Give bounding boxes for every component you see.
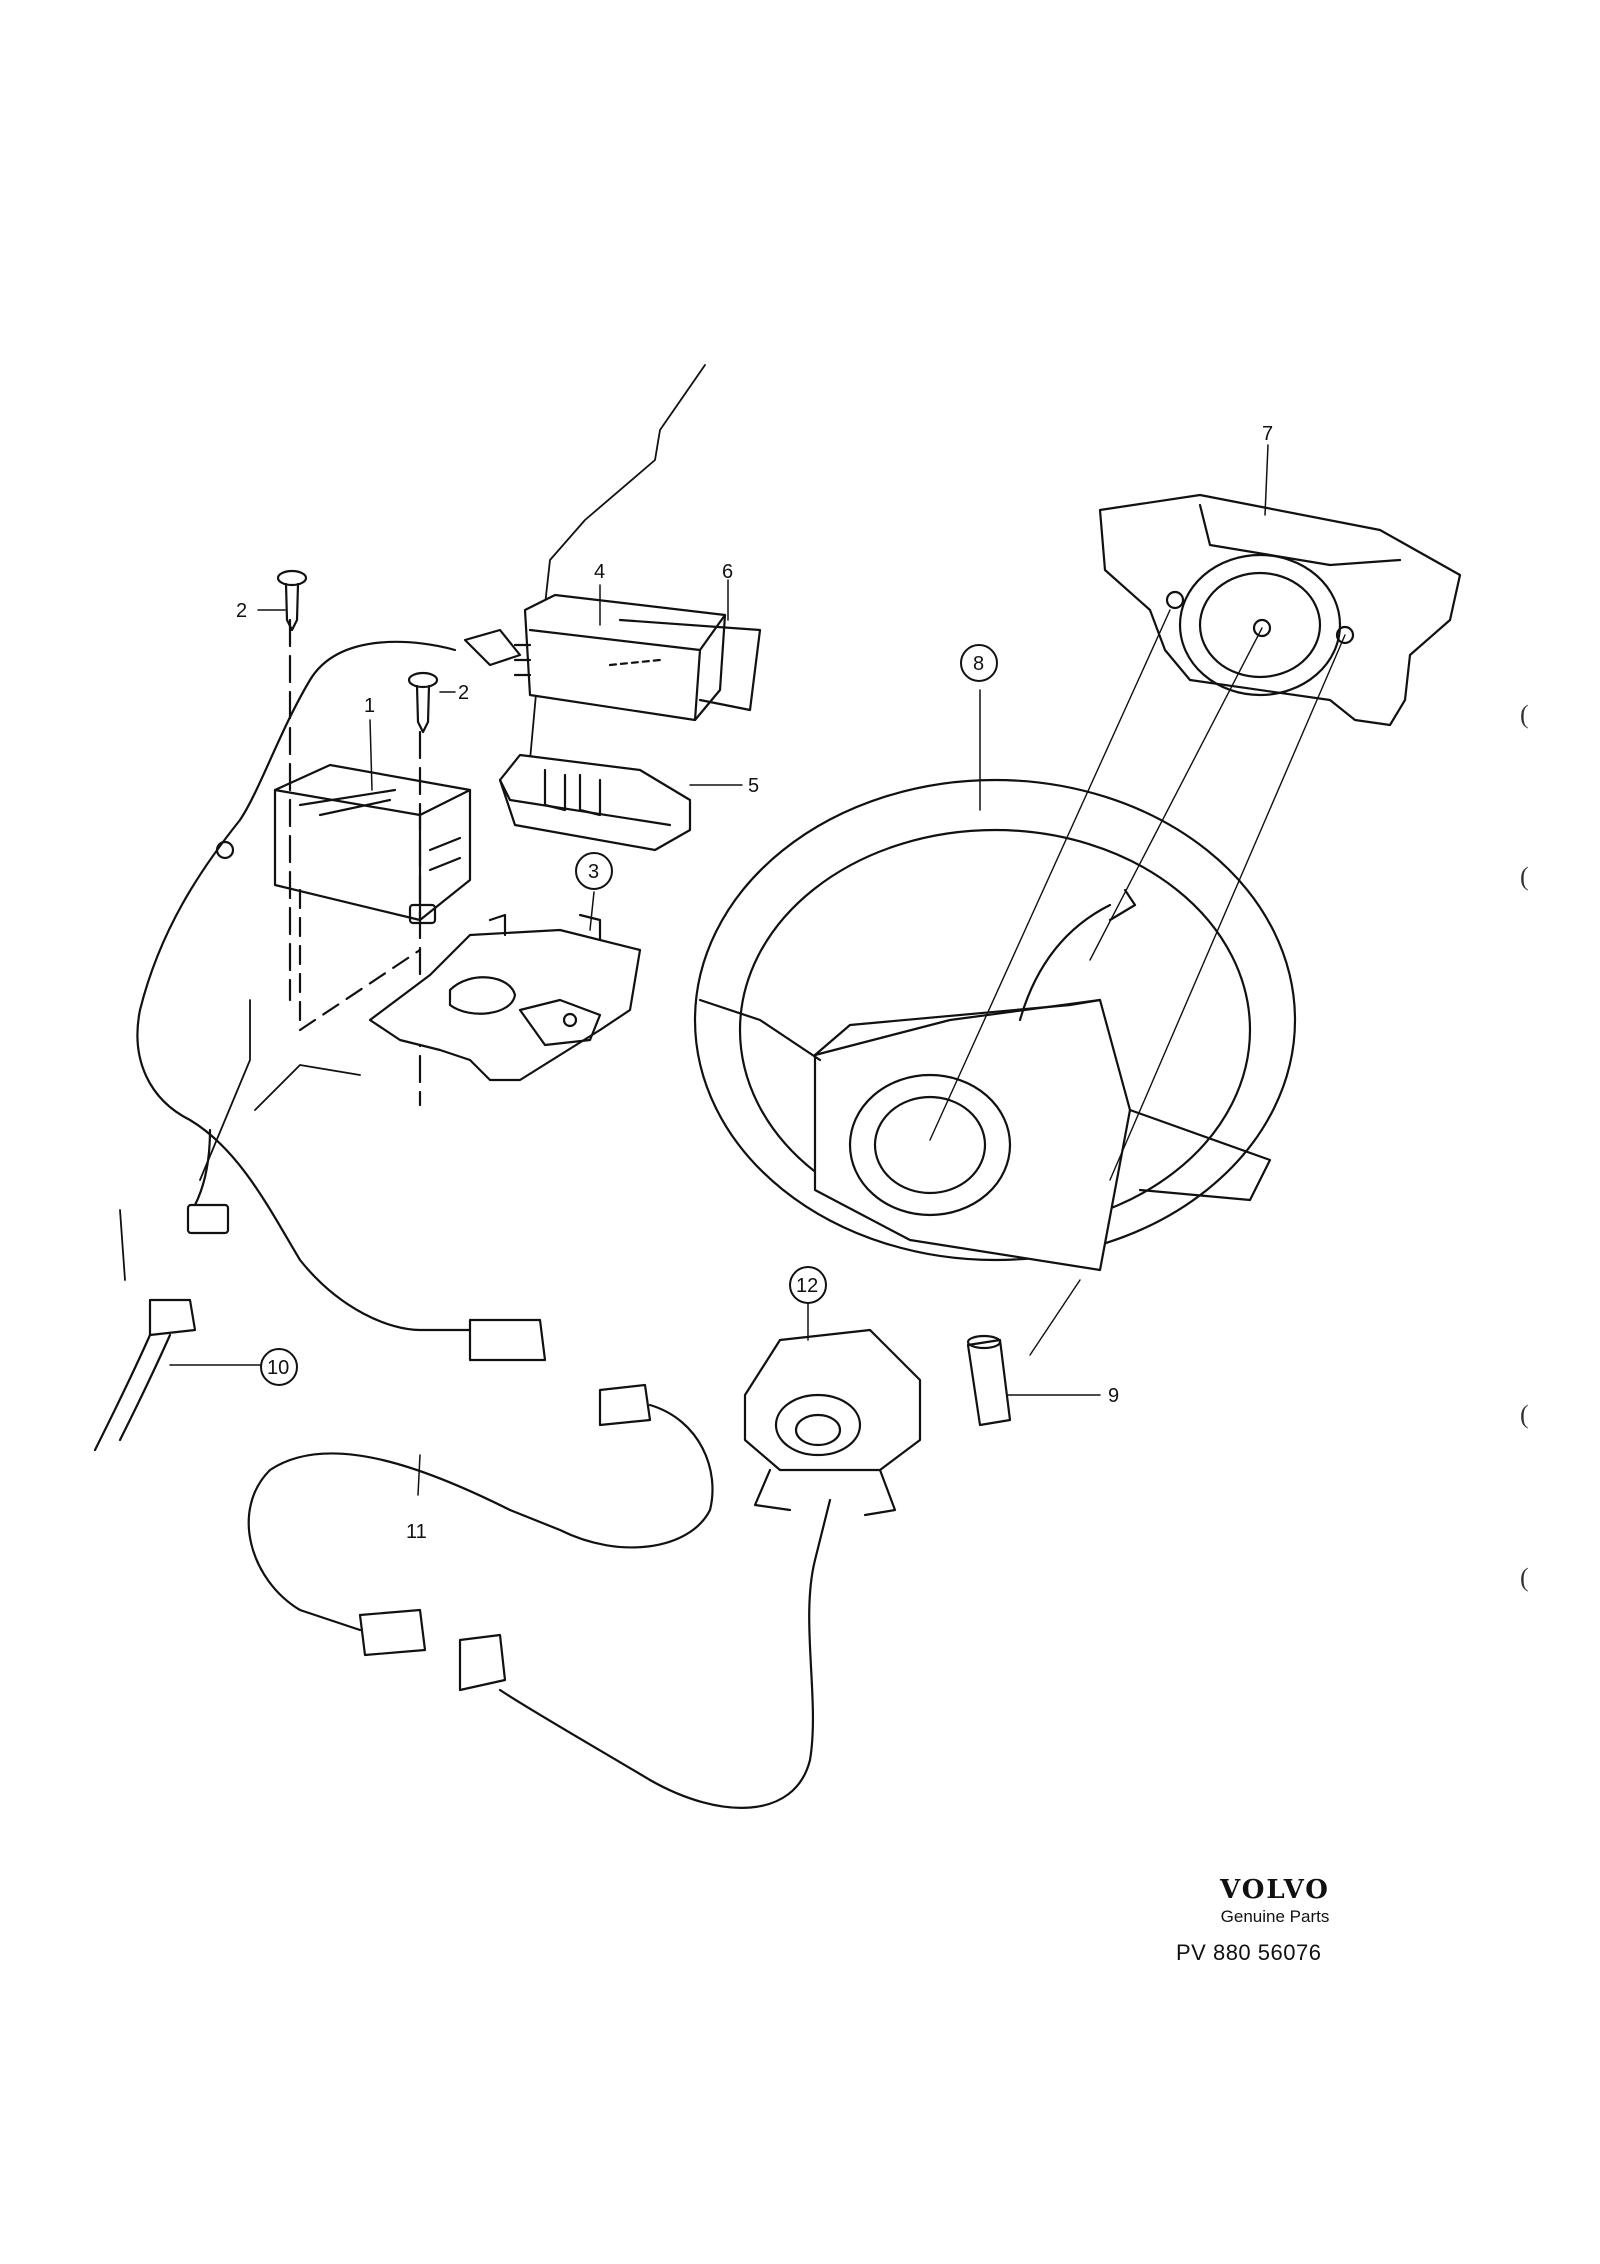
callout-12-circle bbox=[789, 1266, 827, 1304]
mounting-bracket bbox=[368, 913, 642, 1082]
callout-6: 6 bbox=[722, 561, 733, 583]
crash-sensor-unit bbox=[513, 593, 762, 722]
callout-8-circle bbox=[960, 644, 998, 682]
bolt bbox=[966, 1334, 1012, 1427]
callout-12: 12 bbox=[796, 1275, 818, 1297]
steering-wheel bbox=[693, 778, 1297, 1272]
extension-cable bbox=[247, 1383, 714, 1657]
airbag-control-unit bbox=[273, 763, 472, 1032]
callout-9: 9 bbox=[1108, 1385, 1119, 1407]
callout-10: 10 bbox=[267, 1357, 289, 1379]
callout-3-circle bbox=[575, 852, 613, 890]
assembly-guide-lines bbox=[929, 609, 1346, 1356]
callout-2: 2 bbox=[458, 682, 469, 704]
callout-10-circle bbox=[260, 1348, 298, 1386]
callout-4: 4 bbox=[594, 561, 605, 583]
brand-block: VOLVO Genuine Parts bbox=[1180, 1875, 1370, 1927]
margin-mark-4: ( bbox=[1520, 1563, 1529, 1592]
retaining-clip bbox=[498, 753, 692, 852]
callout-3: 3 bbox=[588, 861, 599, 883]
leader-lines bbox=[169, 444, 1269, 1496]
callout-5: 5 bbox=[748, 775, 759, 797]
margin-mark-1: ( bbox=[1520, 700, 1529, 729]
margin-mark-2: ( bbox=[1520, 862, 1529, 891]
volvo-logo: VOLVO bbox=[1220, 1875, 1330, 1905]
callout-7: 7 bbox=[1262, 423, 1273, 445]
screw-upper bbox=[276, 569, 308, 1002]
callout-1: 1 bbox=[364, 695, 375, 717]
callout-11: 11 bbox=[406, 1521, 427, 1543]
margin-mark-3: ( bbox=[1520, 1400, 1529, 1429]
brand-subtitle: Genuine Parts bbox=[1220, 1907, 1330, 1926]
callout-8: 8 bbox=[973, 653, 984, 675]
wiring-harness bbox=[93, 628, 547, 1452]
document-reference: PV 880 56076 bbox=[1176, 1940, 1322, 1965]
callout-labels: 1 2 2 3 4 5 6 7 8 9 10 11 12 bbox=[236, 423, 1273, 1543]
contact-reel bbox=[458, 1328, 922, 1809]
airbag-cover bbox=[1098, 493, 1462, 727]
callout-2: 2 bbox=[236, 600, 247, 622]
